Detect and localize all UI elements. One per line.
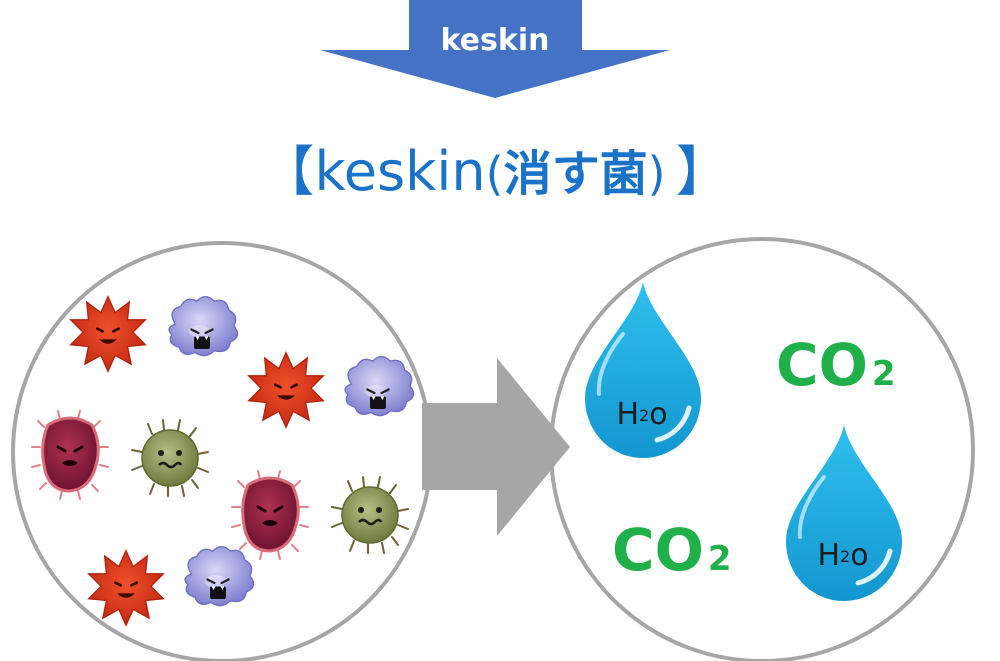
heading-brand: keskin xyxy=(314,140,485,203)
keskin-banner-arrow: keskin xyxy=(320,0,670,98)
h2o-label: H2o xyxy=(817,538,868,573)
heading-open-bracket: 【 xyxy=(260,140,314,203)
heading-close-bracket: 】 xyxy=(676,140,730,203)
page-heading: 【keskin(消す菌)】 xyxy=(260,140,729,203)
water-drop-1: H2o xyxy=(585,282,701,458)
heading-paren-close: ) xyxy=(648,147,666,201)
heading-japanese: 消す菌 xyxy=(504,146,648,202)
banner-label: keskin xyxy=(441,23,550,58)
heading-paren-open: ( xyxy=(486,147,504,201)
h2o-label: H2o xyxy=(616,397,667,432)
transform-arrow xyxy=(422,358,570,536)
water-drop-2: H2o xyxy=(786,425,902,601)
